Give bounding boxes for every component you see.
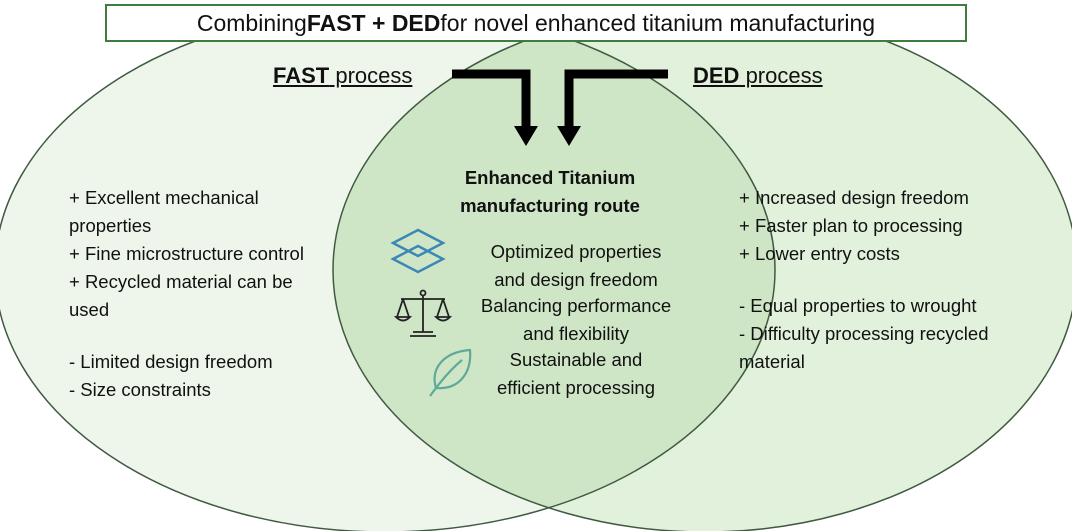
center-title-line1: Enhanced Titanium [464, 167, 636, 188]
fast-arrow [452, 69, 531, 128]
leaf-icon [429, 348, 472, 397]
ded-pro: + Increased design freedom [739, 187, 969, 208]
title-bold: FAST + DED [306, 9, 441, 36]
fast-pro: + Recycled material can be [69, 271, 293, 292]
fast-list: + Excellent mechanical properties + Fine… [69, 184, 304, 404]
ded-con: material [739, 351, 805, 372]
fast-pro: + Excellent mechanical [69, 187, 259, 208]
balance-scale-icon [394, 289, 452, 337]
center-item-line: Optimized properties [490, 241, 662, 262]
fast-arrowhead [514, 126, 538, 146]
fast-heading-bold: FAST [273, 63, 330, 88]
fast-pro: + Fine microstructure control [69, 243, 304, 264]
ded-arrowhead [557, 126, 581, 146]
ded-heading-bold: DED [693, 63, 740, 88]
center-title: Enhanced Titanium manufacturing route [420, 164, 680, 220]
fast-pro: properties [69, 215, 152, 236]
ded-con: - Difficulty processing recycled [739, 323, 989, 344]
center-item-line: and flexibility [523, 323, 629, 344]
center-item-balancing: Balancing performance and flexibility [446, 292, 706, 348]
ded-heading: DED process [693, 63, 823, 89]
center-item-line: and design freedom [494, 269, 658, 290]
fast-heading-rest: process [329, 63, 413, 88]
overlap-region [333, 8, 775, 531]
fast-con: - Limited design freedom [69, 351, 273, 372]
ded-list: + Increased design freedom + Faster plan… [739, 184, 989, 376]
layers-icon [390, 228, 446, 274]
center-item-line: Balancing performance [480, 295, 672, 316]
center-item-sustainable: Sustainable and efficient processing [446, 346, 706, 402]
diagram-title: Combining FAST + DED for novel enhanced … [105, 4, 967, 42]
ded-heading-rest: process [739, 63, 823, 88]
fast-pro: used [69, 299, 110, 320]
title-prefix: Combining [196, 9, 307, 36]
center-item-line: efficient processing [496, 377, 656, 398]
center-item-properties: Optimized properties and design freedom [446, 238, 706, 294]
ded-arrow [564, 69, 668, 128]
ded-pro: + Lower entry costs [739, 243, 900, 264]
center-title-line2: manufacturing route [460, 195, 640, 216]
center-item-line: Sustainable and [509, 349, 643, 370]
title-suffix: for novel enhanced titanium manufacturin… [440, 9, 876, 36]
ded-con: - Equal properties to wrought [739, 295, 977, 316]
fast-con: - Size constraints [69, 379, 211, 400]
ded-pro: + Faster plan to processing [739, 215, 963, 236]
fast-heading: FAST process [273, 63, 412, 89]
